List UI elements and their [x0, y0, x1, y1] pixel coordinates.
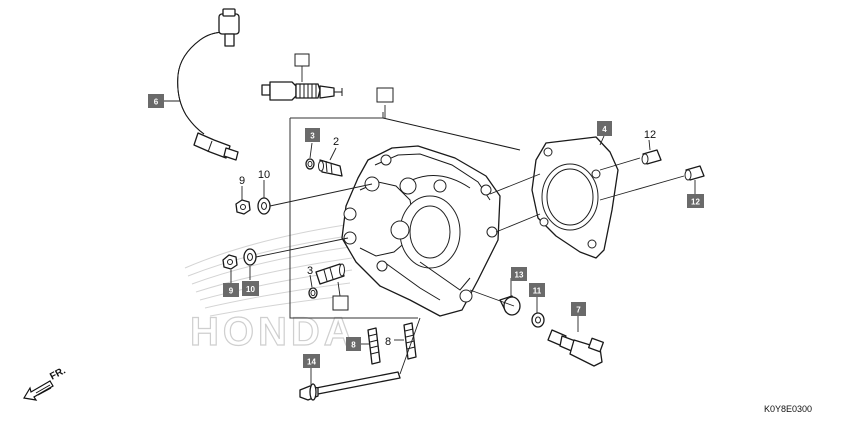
callout-number-12-upper: 12	[644, 129, 656, 141]
flange-bolt-long	[299, 371, 401, 401]
callout-badge-7[interactable]: 7	[571, 302, 586, 316]
dowel-pin-lower	[684, 165, 705, 181]
assembly-outline	[289, 112, 521, 319]
callout-label-6: 6	[154, 98, 159, 107]
cylinder-head	[341, 145, 501, 317]
collar-upper	[318, 159, 343, 177]
dowel-pin-upper	[641, 149, 662, 165]
callout-number-8-right: 8	[385, 336, 391, 348]
callout-badge-3-upper[interactable]: 3	[305, 128, 320, 142]
callout-label-13: 13	[515, 271, 524, 280]
honda-wing-watermark: HONDA	[184, 224, 357, 355]
callout-badge-14[interactable]: 14	[303, 354, 320, 368]
o-ring-lower	[308, 287, 318, 299]
honda-watermark-text: HONDA	[190, 310, 357, 354]
cap-nut-lower	[222, 254, 238, 270]
callout-label-10-lower: 10	[246, 285, 255, 294]
callout-label-11: 11	[533, 287, 542, 296]
stud-bolt-right	[403, 322, 417, 360]
callout-box-spark-plug	[294, 53, 310, 67]
diagram-code: K0Y8E0300	[764, 404, 812, 414]
callout-badge-8-left[interactable]: 8	[346, 337, 361, 351]
callout-box-collar	[332, 295, 349, 311]
callout-number-10-upper: 10	[258, 169, 270, 181]
head-gasket	[531, 136, 619, 259]
callout-box-cylinder-head	[376, 87, 394, 103]
callout-number-9-upper: 9	[239, 175, 245, 187]
washer-lower	[243, 248, 257, 266]
callout-badge-10-lower[interactable]: 10	[242, 281, 259, 296]
front-direction-arrow: FR.	[23, 365, 68, 401]
sealing-washer	[531, 312, 545, 328]
callout-badge-13[interactable]: 13	[511, 267, 527, 281]
callout-label-9-lower: 9	[229, 287, 234, 296]
washer-upper	[257, 197, 271, 215]
cap-nut-upper	[235, 199, 251, 215]
callout-label-8-left: 8	[351, 341, 356, 350]
callout-label-14: 14	[307, 358, 316, 367]
callout-badge-9-lower[interactable]: 9	[223, 283, 239, 297]
front-direction-label: FR.	[48, 365, 68, 382]
leader-lines	[157, 66, 696, 386]
callout-badge-11[interactable]: 11	[529, 283, 545, 297]
callout-label-3-upper: 3	[310, 132, 315, 141]
callout-badge-12-lower[interactable]: 12	[687, 194, 704, 208]
callout-label-12-lower: 12	[691, 198, 700, 207]
stud-bolt-left	[367, 327, 381, 365]
collar-lower	[315, 263, 345, 285]
callout-label-4: 4	[602, 125, 607, 134]
flange-bolt-small	[499, 295, 521, 316]
callout-number-2: 2	[333, 136, 339, 148]
callout-number-3-lower: 3	[307, 265, 313, 277]
o-ring-upper	[305, 158, 315, 170]
callout-badge-6[interactable]: 6	[148, 94, 164, 108]
oxygen-sensor	[177, 8, 240, 161]
callout-badge-4[interactable]: 4	[597, 121, 612, 136]
temperature-sensor	[547, 329, 604, 367]
callout-label-7: 7	[576, 306, 581, 315]
spark-plug	[261, 81, 343, 101]
